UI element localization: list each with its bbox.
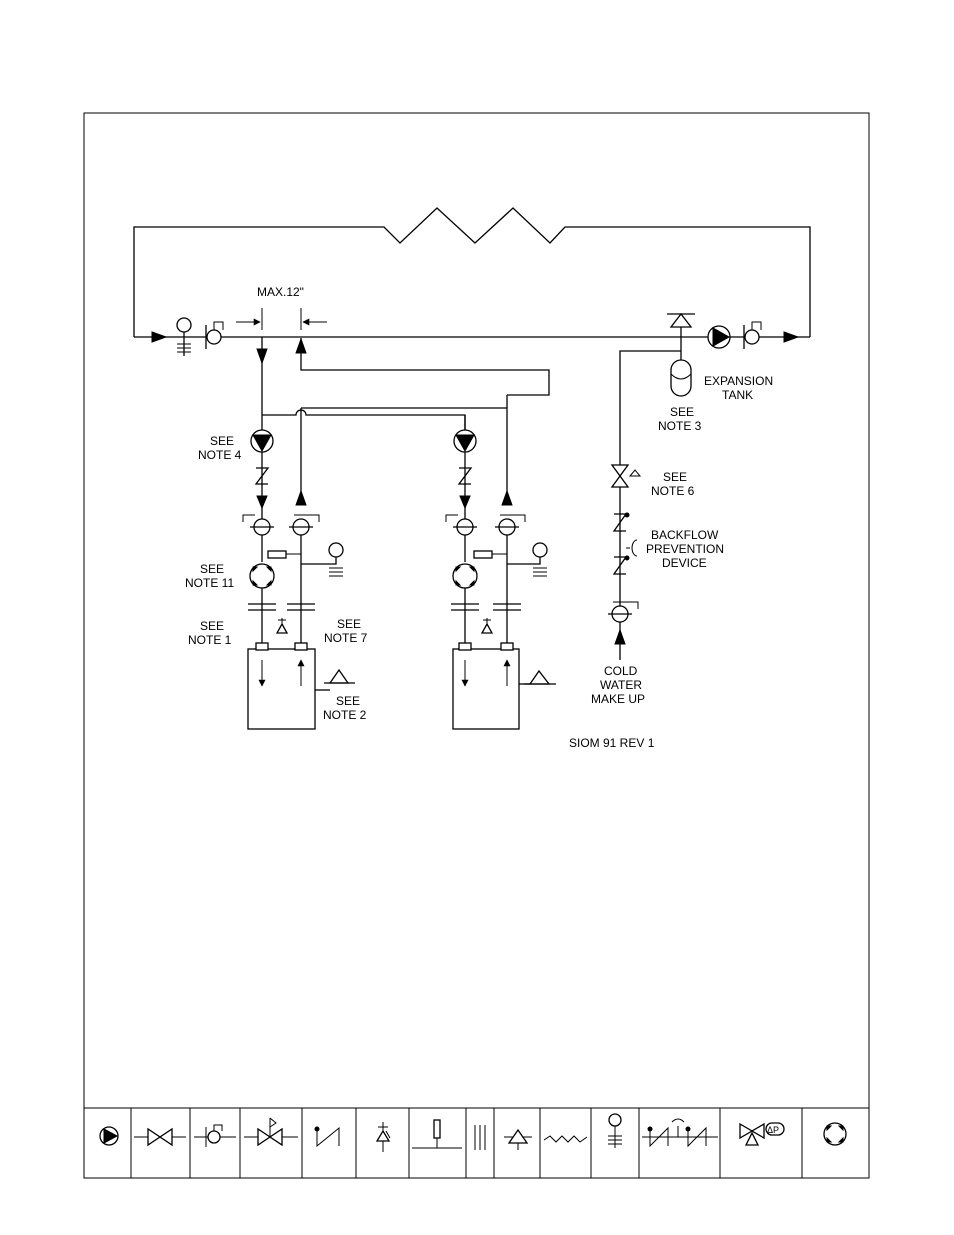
see-note-6-a: SEE bbox=[663, 470, 687, 484]
check-valve-icon bbox=[315, 1127, 339, 1146]
air-vent-icon bbox=[667, 314, 695, 337]
see-note-4-b: NOTE 4 bbox=[198, 448, 242, 462]
isolation-flange-valve-icon bbox=[744, 322, 761, 349]
backflow-label-2: PREVENTION bbox=[646, 542, 724, 556]
pressure-reducing-valve-icon bbox=[244, 1118, 298, 1145]
see-note-3-a: SEE bbox=[670, 405, 694, 419]
see-note-11-a: SEE bbox=[200, 562, 224, 576]
union-icon bbox=[475, 1125, 485, 1150]
max-12-label: MAX.12" bbox=[257, 285, 304, 299]
see-note-4-a: SEE bbox=[210, 434, 234, 448]
see-note-1-a: SEE bbox=[200, 619, 224, 633]
see-note-2-b: NOTE 2 bbox=[323, 708, 367, 722]
boiler-connection-icon bbox=[453, 564, 477, 588]
pressure-gauge-icon bbox=[608, 1114, 622, 1148]
flow-arrow-outlet bbox=[784, 332, 798, 342]
isolation-flange-valve-icon bbox=[243, 515, 274, 535]
pump-icon bbox=[100, 1127, 118, 1145]
gate-valve-icon bbox=[134, 1129, 186, 1145]
cold-water-label-3: MAKE UP bbox=[591, 692, 645, 706]
air-vent-icon bbox=[524, 671, 556, 684]
isolation-flange-valve-icon bbox=[495, 515, 525, 535]
air-vent-icon bbox=[324, 670, 355, 683]
dp-label: ΔP bbox=[767, 1125, 779, 1135]
boiler-left bbox=[248, 649, 315, 729]
pump-icon bbox=[251, 430, 273, 452]
load-coil-icon bbox=[544, 1136, 587, 1142]
isolation-flange-valve-icon bbox=[289, 515, 319, 535]
flow-arrow-inlet bbox=[152, 332, 166, 342]
see-note-1-b: NOTE 1 bbox=[188, 633, 232, 647]
isolation-flange-valve-icon bbox=[206, 322, 223, 349]
see-note-7-b: NOTE 7 bbox=[324, 631, 368, 645]
boiler-right bbox=[453, 649, 519, 729]
air-vent-icon bbox=[504, 1130, 532, 1150]
relief-valve-icon bbox=[377, 1122, 390, 1152]
isolation-flange-valve-icon bbox=[194, 1125, 236, 1147]
drawing-id: SIOM 91 REV 1 bbox=[569, 736, 655, 750]
pressure-reducing-valve-icon bbox=[612, 465, 640, 487]
boiler-connection-icon bbox=[824, 1123, 846, 1145]
pump-icon bbox=[454, 430, 476, 452]
backflow-label-3: DEVICE bbox=[662, 556, 707, 570]
heating-loop-pipe bbox=[134, 208, 810, 337]
expansion-tank-icon bbox=[671, 360, 691, 396]
see-note-6-b: NOTE 6 bbox=[651, 484, 695, 498]
relief-valve-icon bbox=[482, 618, 492, 633]
thermometer-well-icon bbox=[412, 1120, 462, 1148]
pump-icon bbox=[708, 326, 730, 348]
boiler-connection-icon bbox=[250, 564, 274, 588]
backflow-preventer-icon bbox=[642, 1119, 718, 1146]
see-note-7-a: SEE bbox=[337, 617, 361, 631]
isolation-flange-valve-icon bbox=[446, 515, 477, 535]
expansion-label-1: EXPANSION bbox=[704, 374, 773, 388]
expansion-label-2: TANK bbox=[722, 388, 753, 402]
see-note-3-b: NOTE 3 bbox=[658, 419, 702, 433]
see-note-11-b: NOTE 11 bbox=[185, 576, 234, 590]
cold-water-label-1: COLD bbox=[604, 664, 638, 678]
differential-pressure-valve-icon: ΔP bbox=[740, 1123, 784, 1145]
see-note-2-a: SEE bbox=[336, 694, 360, 708]
legend-row: ΔP bbox=[100, 1108, 846, 1178]
cold-water-label-2: WATER bbox=[600, 678, 642, 692]
secondary-supply-pipe bbox=[301, 338, 549, 395]
relief-valve-icon bbox=[277, 618, 287, 633]
backflow-label-1: BACKFLOW bbox=[651, 528, 719, 542]
isolation-flange-valve-icon bbox=[608, 602, 638, 622]
